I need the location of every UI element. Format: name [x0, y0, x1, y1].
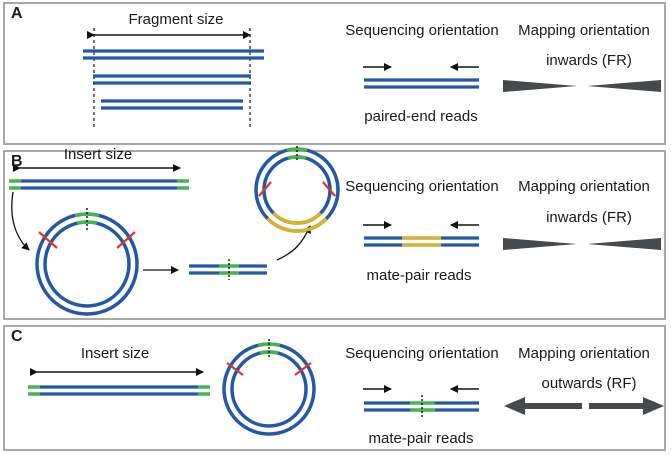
panel-letter: B — [11, 153, 23, 170]
panel-a-diagram — [83, 28, 661, 129]
panel-a: A Fragment size Sequencing orientation M… — [3, 2, 666, 145]
flow-arrow — [11, 191, 30, 251]
sequencing-orientation-title: Sequencing orientation — [345, 178, 499, 195]
panel-c-diagram — [28, 339, 664, 436]
sequencing-orientation-title: Sequencing orientation — [345, 345, 499, 362]
reads-label: paired-end reads — [364, 108, 478, 125]
cut-site — [258, 181, 272, 197]
mapping-arrow-left — [587, 238, 661, 250]
sequencing-orientation-title: Sequencing orientation — [345, 22, 499, 39]
cut-site — [322, 181, 336, 197]
cut-site — [226, 362, 244, 376]
mapping-orientation-title: Mapping orientation — [518, 178, 650, 195]
linear-fragment — [28, 385, 210, 396]
circular-mate-pair — [254, 147, 340, 233]
linear-fragment — [9, 179, 189, 190]
cut-site — [294, 362, 312, 376]
mapping-arrow-left — [504, 397, 582, 415]
insert-size-label: Insert size — [80, 345, 150, 362]
orientation-label: inwards (FR) — [546, 209, 632, 226]
panel-c: C Insert size Sequencing orientation Map… — [3, 325, 666, 451]
panel-b: B Insert size Sequencing orientation Map… — [3, 146, 666, 320]
orientation-label: inwards (FR) — [546, 52, 632, 69]
panel-letter: C — [11, 328, 23, 345]
fragment-size-label: Fragment size — [128, 11, 224, 28]
mapping-arrow-right — [503, 238, 577, 250]
insert-size-label: Insert size — [63, 146, 133, 163]
mapping-arrow-left — [587, 80, 661, 92]
reads-label: mate-pair reads — [366, 267, 472, 284]
mapping-arrow-right — [589, 397, 664, 415]
cut-site — [38, 231, 58, 249]
dna-fragments — [83, 49, 264, 110]
short-fragment — [189, 264, 267, 275]
sequenced-fragment — [364, 78, 479, 89]
circular-fragment — [222, 342, 316, 436]
mapping-orientation-title: Mapping orientation — [518, 22, 650, 39]
mapping-arrow-right — [503, 80, 577, 92]
panel-letter: A — [11, 5, 23, 22]
sequenced-fragment — [364, 236, 479, 247]
reads-label: mate-pair reads — [368, 430, 474, 447]
mapping-orientation-title: Mapping orientation — [518, 345, 650, 362]
panel-b-diagram — [9, 146, 661, 316]
cut-site — [116, 231, 136, 249]
orientation-label: outwards (RF) — [541, 375, 637, 392]
